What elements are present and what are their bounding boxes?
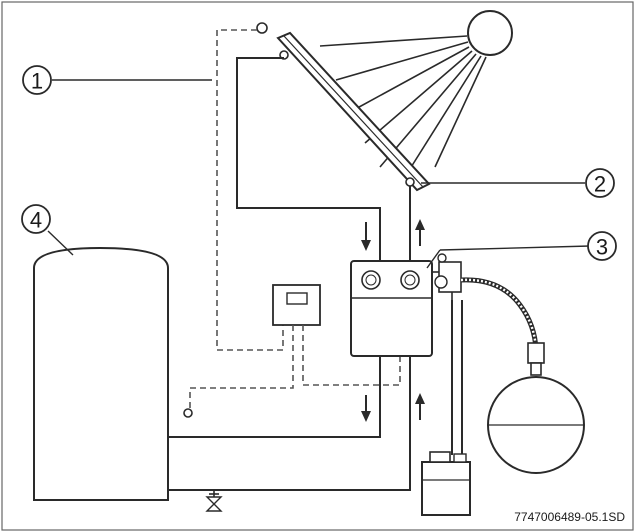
collector-sensor-cable — [216, 29, 284, 351]
tank-sensor-cable — [189, 325, 294, 410]
callout-3-leader-a — [426, 249, 441, 269]
collector-sensor-point — [405, 177, 415, 187]
callout-3-label: 3 — [596, 235, 608, 260]
expansion-hose — [460, 278, 538, 351]
collector-temperature-sensor — [256, 22, 268, 34]
sun-rays — [319, 35, 487, 173]
callout-2: 2 — [585, 168, 615, 198]
sun-disc — [467, 10, 513, 56]
tank-flow-pipe — [168, 356, 381, 438]
callout-3: 3 — [587, 231, 617, 261]
return-pipe-to-station — [236, 57, 381, 262]
tank-temperature-sensor — [183, 408, 193, 418]
callout-3-leader-b — [439, 245, 591, 251]
safety-valve-assembly — [432, 253, 462, 300]
callout-1-label: 1 — [31, 69, 43, 94]
callout-4-label: 4 — [30, 208, 42, 233]
callout-2-label: 2 — [594, 172, 606, 197]
sun — [319, 10, 513, 173]
station-gauge-right — [400, 270, 420, 290]
document-code: 7747006489-05.1SD — [514, 510, 625, 524]
drain-valve-icon — [205, 490, 223, 512]
solar-station — [350, 260, 433, 357]
callout-4: 4 — [21, 204, 51, 234]
solar-controller — [189, 284, 401, 410]
controller-display — [286, 292, 308, 305]
station-gauge-left — [361, 270, 381, 290]
tank-return-pipe — [168, 356, 411, 491]
expansion-vessel — [487, 342, 585, 474]
solar-collector — [276, 31, 431, 192]
callout-4-leader — [47, 230, 74, 256]
storage-tank — [33, 246, 193, 501]
flow-arrows-top — [361, 219, 425, 251]
callout-1: 1 — [22, 65, 52, 95]
flow-arrows-bottom — [361, 393, 425, 422]
collecting-canister — [421, 451, 471, 516]
station-cable — [302, 325, 401, 386]
